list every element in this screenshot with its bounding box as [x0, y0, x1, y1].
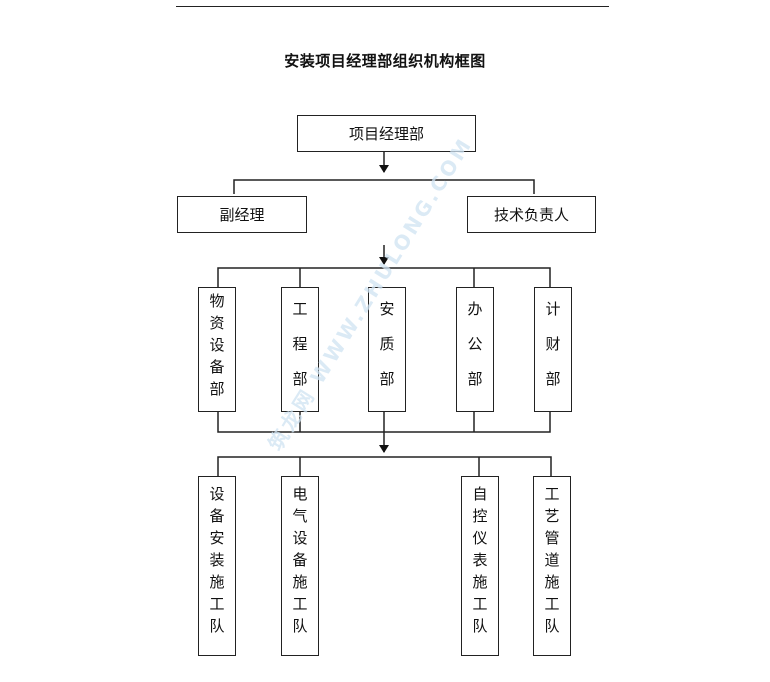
vertical-char: 工 [472, 595, 488, 613]
vertical-char: 控 [472, 507, 488, 525]
vertical-label: 自控仪表施工队 [472, 487, 487, 634]
vertical-char: 程 [292, 335, 308, 353]
vertical-char: 工 [544, 595, 560, 613]
dept-materials-equipment: 物资设备部 [198, 287, 236, 412]
root-label: 项目经理部 [348, 125, 424, 143]
vertical-char: 气 [292, 507, 308, 525]
vertical-char: 工 [544, 485, 560, 503]
vertical-char: 备 [292, 551, 308, 569]
deputy-manager-label: 副经理 [219, 206, 265, 224]
team-equipment-installation: 设备安装施工队 [198, 476, 236, 656]
vertical-label: 工程部 [292, 302, 307, 387]
vertical-char: 装 [209, 551, 225, 569]
vertical-char: 施 [544, 573, 560, 591]
vertical-char: 备 [209, 358, 225, 376]
team-electrical-equipment: 电气设备施工队 [281, 476, 319, 656]
vertical-char: 财 [545, 335, 561, 353]
vertical-char: 物 [209, 292, 225, 310]
vertical-char: 自 [472, 485, 488, 503]
vertical-char: 部 [209, 380, 225, 398]
vertical-label: 办公部 [467, 302, 482, 387]
dept-engineering: 工程部 [281, 287, 319, 412]
vertical-char: 备 [209, 507, 225, 525]
vertical-char: 队 [472, 617, 488, 635]
root-node: 项目经理部 [297, 115, 476, 152]
vertical-char: 计 [545, 300, 561, 318]
deputy-manager-node: 副经理 [177, 196, 307, 233]
vertical-char: 部 [467, 370, 483, 388]
vertical-label: 电气设备施工队 [292, 487, 307, 634]
vertical-label: 设备安装施工队 [209, 487, 224, 634]
vertical-char: 设 [292, 529, 308, 547]
vertical-char: 质 [379, 335, 395, 353]
vertical-char: 资 [209, 314, 225, 332]
vertical-char: 电 [292, 485, 308, 503]
vertical-char: 工 [292, 595, 308, 613]
vertical-char: 部 [379, 370, 395, 388]
vertical-char: 队 [544, 617, 560, 635]
vertical-char: 设 [209, 485, 225, 503]
vertical-char: 公 [467, 335, 483, 353]
vertical-char: 管 [544, 529, 560, 547]
technical-lead-label: 技术负责人 [493, 206, 569, 224]
vertical-char: 部 [545, 370, 561, 388]
vertical-char: 队 [292, 617, 308, 635]
vertical-char: 部 [292, 370, 308, 388]
technical-lead-node: 技术负责人 [467, 196, 596, 233]
vertical-label: 物资设备部 [209, 294, 224, 397]
top-rule [176, 6, 609, 7]
vertical-char: 施 [292, 573, 308, 591]
vertical-char: 工 [209, 595, 225, 613]
dept-safety-quality: 安质部 [368, 287, 406, 412]
vertical-char: 设 [209, 336, 225, 354]
vertical-label: 安质部 [379, 302, 394, 387]
vertical-char: 道 [544, 551, 560, 569]
dept-finance: 计财部 [534, 287, 572, 412]
team-instrumentation: 自控仪表施工队 [461, 476, 499, 656]
vertical-char: 工 [292, 300, 308, 318]
vertical-label: 工艺管道施工队 [544, 487, 559, 634]
vertical-char: 安 [379, 300, 395, 318]
vertical-char: 仪 [472, 529, 488, 547]
diagram-title: 安装项目经理部组织机构框图 [284, 52, 486, 70]
vertical-char: 队 [209, 617, 225, 635]
vertical-char: 施 [209, 573, 225, 591]
team-process-piping: 工艺管道施工队 [533, 476, 571, 656]
vertical-label: 计财部 [545, 302, 560, 387]
vertical-char: 安 [209, 529, 225, 547]
vertical-char: 表 [472, 551, 488, 569]
vertical-char: 施 [472, 573, 488, 591]
dept-office: 办公部 [456, 287, 494, 412]
vertical-char: 办 [467, 300, 483, 318]
vertical-char: 艺 [544, 507, 560, 525]
